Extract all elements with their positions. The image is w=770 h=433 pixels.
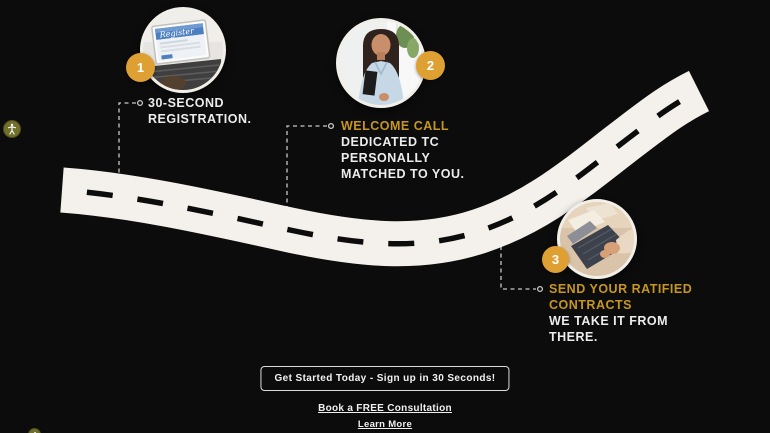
step-2-highlight: WELCOME CALL: [341, 119, 450, 133]
connector-dot-2: [327, 122, 335, 130]
connector-dot-1: [136, 99, 144, 107]
step-3-caption: SEND YOUR RATIFIED CONTRACTS WE TAKE IT …: [549, 281, 692, 345]
step-2-line-1: DEDICATED TC: [341, 135, 440, 149]
contracts-typing-illustration: [560, 202, 634, 276]
get-started-button[interactable]: Get Started Today - Sign up in 30 Second…: [260, 366, 510, 391]
step-2-photo: [336, 18, 426, 108]
step-3-highlight-1: SEND YOUR RATIFIED: [549, 282, 693, 296]
step-2-caption: WELCOME CALL DEDICATED TC PERSONALLY MAT…: [341, 118, 464, 182]
step-3-line-2: THERE.: [549, 330, 598, 344]
laptop-register-illustration: Register: [143, 10, 223, 90]
connector-dot-3: [536, 285, 544, 293]
connector-line-1: [118, 102, 136, 186]
book-consultation-link[interactable]: Book a FREE Consultation: [318, 403, 452, 414]
step-2-line-3: MATCHED TO YOU.: [341, 167, 465, 181]
register-screen-text: Register: [158, 26, 195, 39]
step-1-number: 1: [136, 60, 145, 75]
step-3-highlight-2: CONTRACTS: [549, 298, 632, 312]
step-3-badge: 3: [542, 246, 569, 273]
road-center-dashes: [61, 88, 701, 247]
step-3-line-1: WE TAKE IT FROM: [549, 314, 669, 328]
step-1-line-2: REGISTRATION.: [148, 112, 252, 126]
connector-line-2: [286, 125, 327, 232]
step-2-line-2: PERSONALLY: [341, 151, 431, 165]
woman-portrait-illustration: [339, 21, 423, 105]
accessibility-widget-button[interactable]: [3, 120, 21, 138]
learn-more-link[interactable]: Learn More: [357, 419, 413, 430]
accessibility-person-icon: [7, 123, 17, 135]
step-1-caption: 30-SECOND REGISTRATION.: [148, 95, 252, 127]
step-3-photo: [557, 199, 637, 279]
step-1-line-1: 30-SECOND: [148, 96, 225, 110]
step-2-number: 2: [426, 58, 435, 73]
step-1-badge: 1: [126, 53, 155, 82]
step-2-badge: 2: [416, 51, 445, 80]
step-1-photo: Register: [140, 7, 226, 93]
step-3-number: 3: [551, 252, 560, 267]
